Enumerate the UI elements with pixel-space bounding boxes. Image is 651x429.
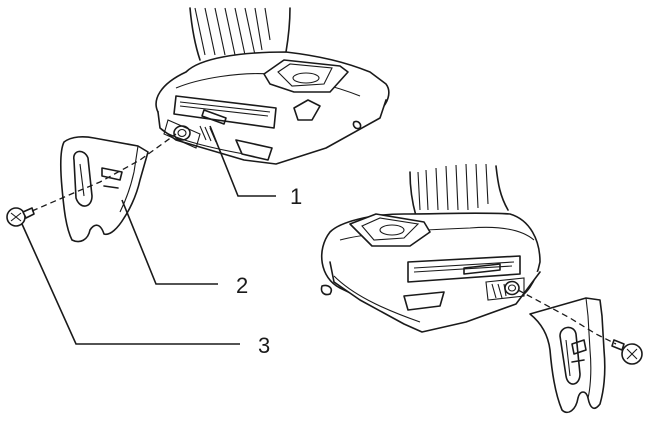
callout-3: 3: [21, 223, 270, 358]
screw-right: [611, 339, 643, 365]
callout-label-1: 1: [290, 184, 302, 209]
belt-hook-left: [59, 136, 149, 243]
callout-2: 2: [121, 199, 248, 298]
callout-label-3: 3: [258, 333, 270, 358]
screw-left: [6, 207, 35, 227]
callout-1: 1: [209, 125, 302, 209]
belt-hook-right: [529, 297, 606, 414]
tool-base-right: [320, 163, 541, 333]
assembly-path-left: [31, 133, 177, 212]
tool-base-left: [155, 7, 390, 165]
callout-label-2: 2: [236, 273, 248, 298]
